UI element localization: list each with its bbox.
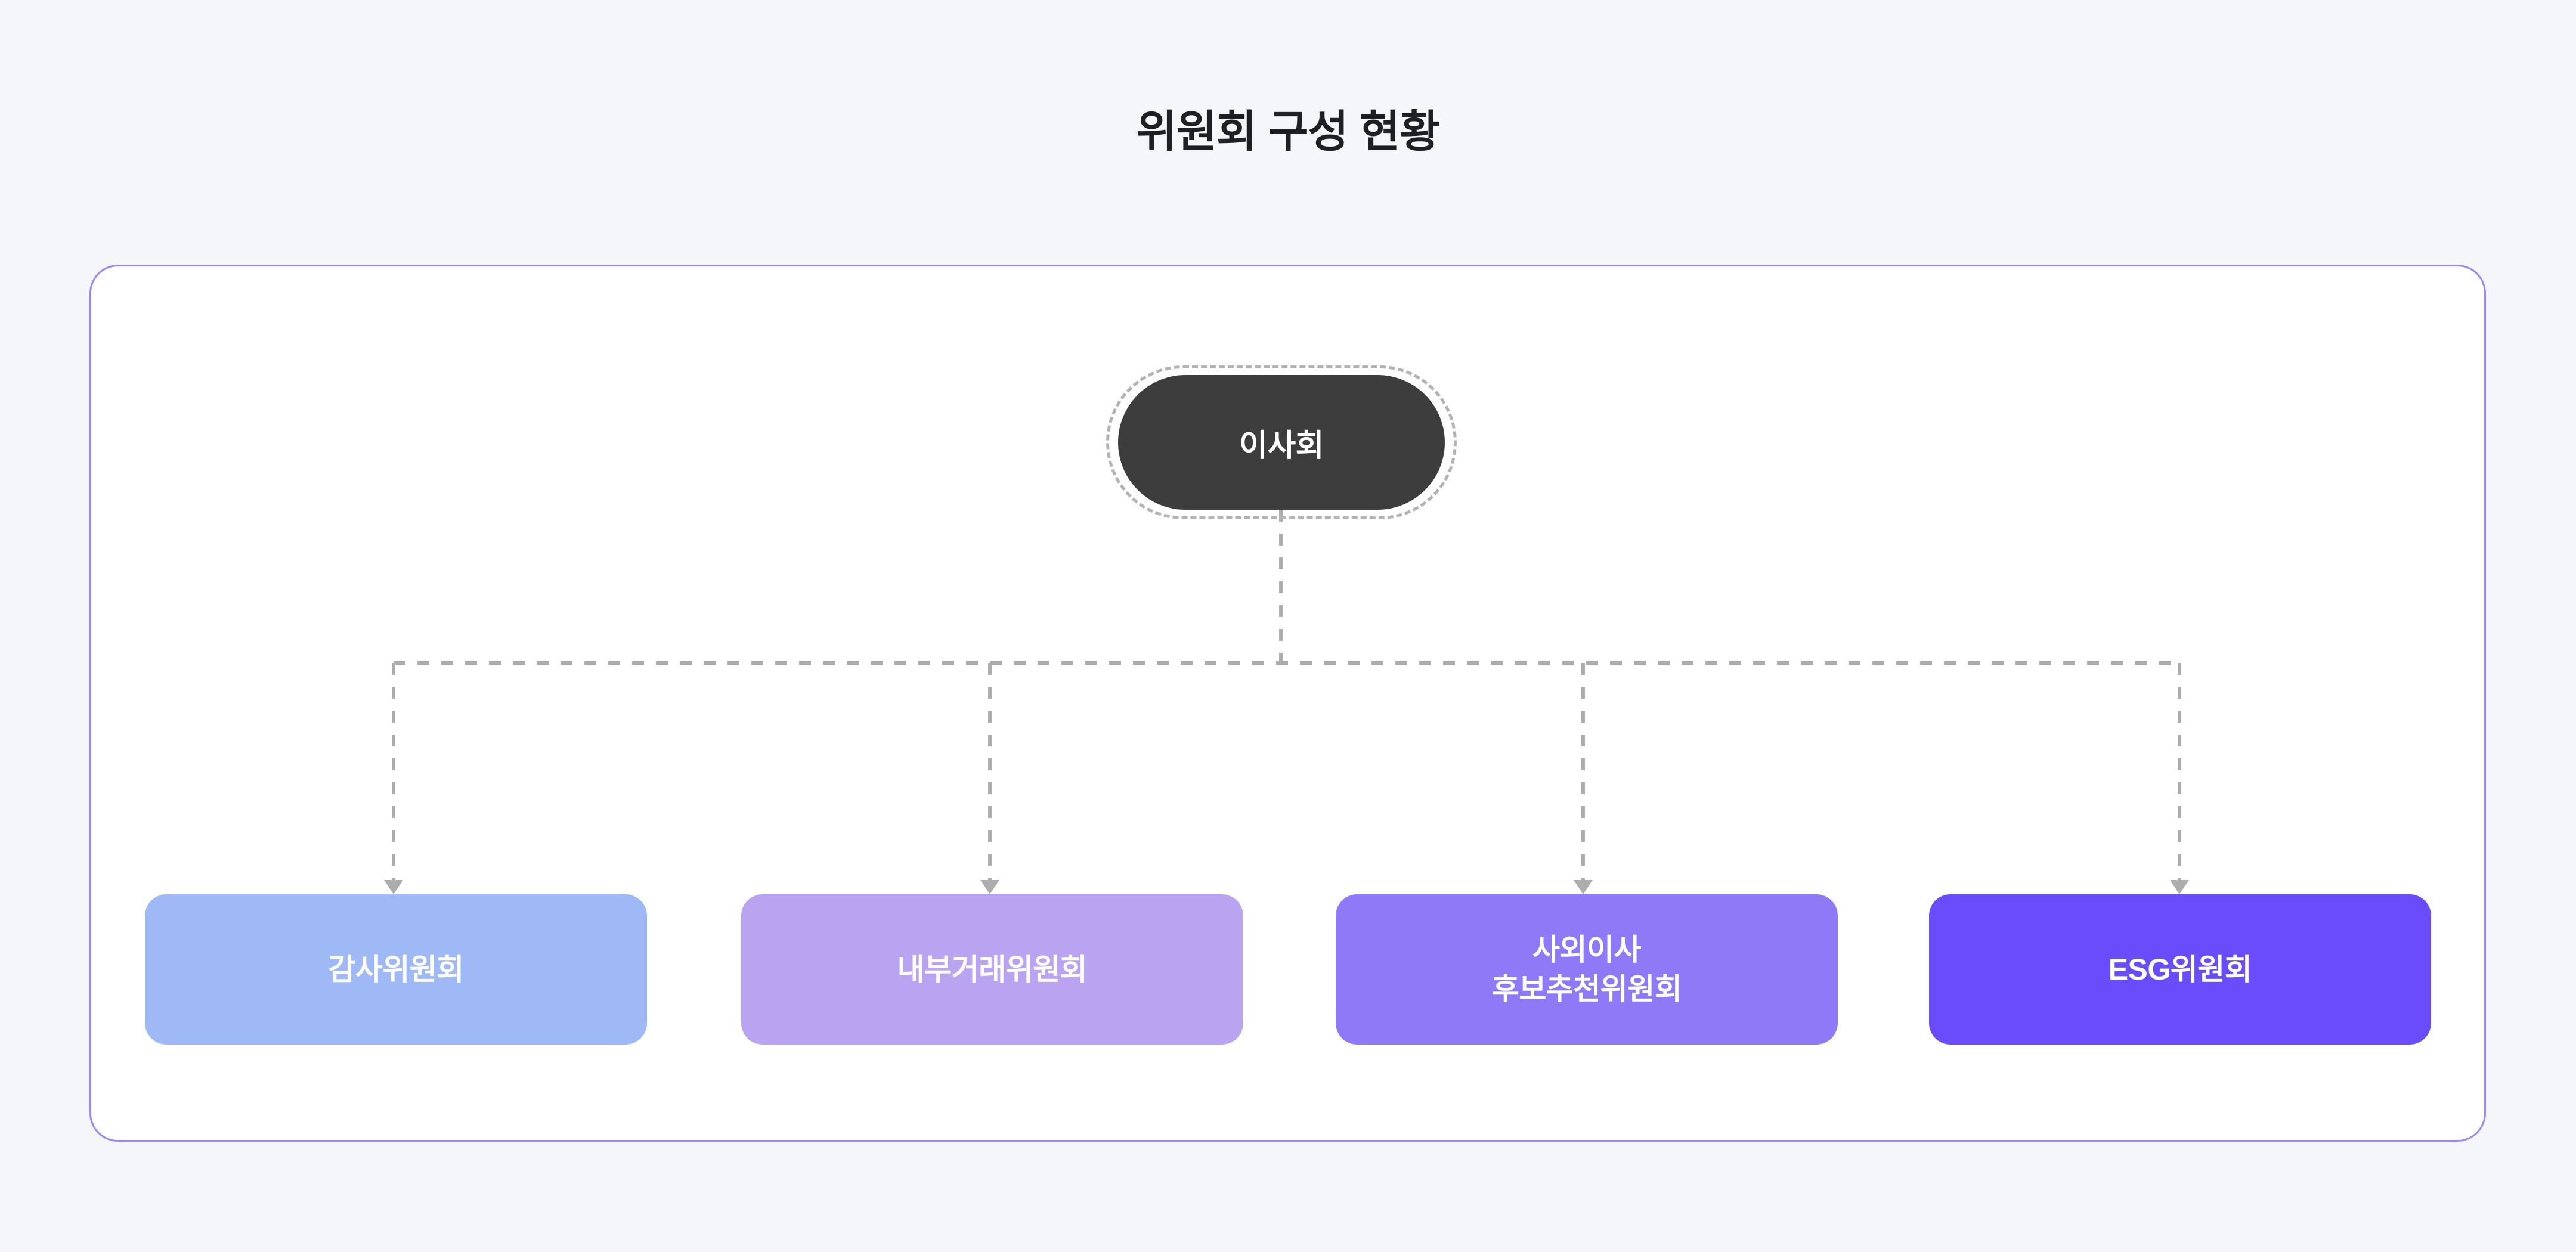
committee-node-label: 내부거래위원회 [897,953,1088,986]
root-node-dashed-outline [1106,365,1457,519]
root-node-body[interactable]: 이사회 [1118,375,1445,510]
committee-node-esg[interactable]: ESG위원회 [1929,894,2431,1045]
page-title: 위원회 구성 현황 [1136,107,1441,156]
root-node[interactable]: 이사회 [1106,365,1457,519]
committee-node-label: 사외이사 후보추천위원회 [1491,933,1682,1006]
root-node-label: 이사회 [1239,428,1324,463]
committee-node-outside-director-nomination[interactable]: 사외이사 후보추천위원회 [1336,894,1838,1045]
committee-node-label: ESG위원회 [2108,953,2252,986]
committee-node-audit[interactable]: 감사위원회 [145,894,647,1045]
committee-node-internal-transaction[interactable]: 내부거래위원회 [741,894,1243,1045]
committee-node-label: 감사위원회 [328,953,464,986]
